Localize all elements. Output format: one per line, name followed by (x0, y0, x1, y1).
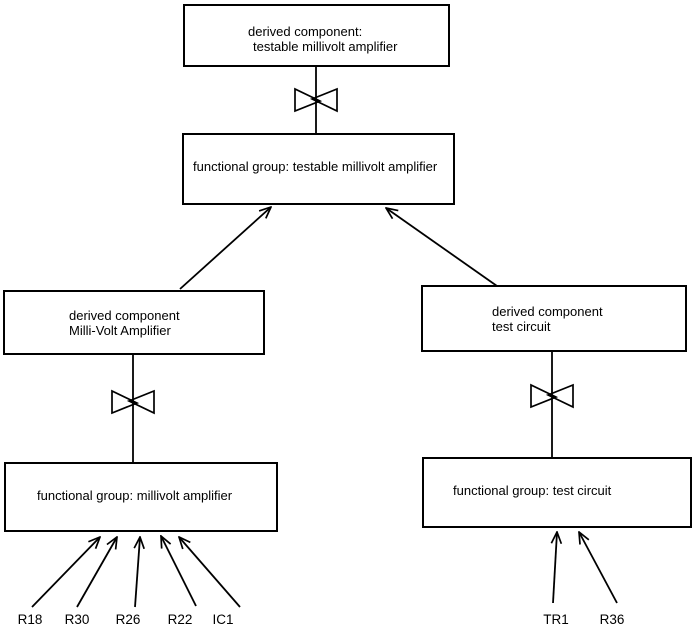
arrow-left-derived-to-top-functional (179, 207, 271, 290)
bowtie-connector-icon (530, 383, 574, 409)
arrow-IC1-to-left-functional (179, 537, 241, 608)
node-label: test circuit (492, 318, 551, 334)
arrow-R18-to-left-functional (31, 537, 100, 608)
leaf-label-R30: R30 (64, 612, 90, 627)
node-label: derived component: (248, 23, 363, 39)
leaf-label-R26: R26 (115, 612, 141, 627)
node-label: functional group: testable millivolt amp… (193, 158, 438, 174)
node-functional-group-testable-millivolt-amplifier: functional group: testable millivolt amp… (182, 133, 455, 205)
bowtie-connector-icon (294, 87, 338, 113)
arrow-R26-to-left-functional (135, 537, 140, 608)
leaf-label-R36: R36 (599, 612, 625, 627)
node-functional-group-test-circuit: functional group: test circuit (422, 457, 692, 528)
node-derived-milli-volt-amplifier: derived component Milli-Volt Amplifier (3, 290, 265, 355)
node-functional-group-millivolt-amplifier: functional group: millivolt amplifier (4, 462, 278, 532)
leaf-label-IC1: IC1 (212, 612, 234, 627)
arrow-R22-to-left-functional (161, 536, 197, 607)
arrow-R30-to-left-functional (76, 537, 117, 608)
node-label: derived component (492, 303, 603, 319)
node-label: testable millivolt amplifier (253, 38, 398, 54)
leaf-label-TR1: TR1 (543, 612, 569, 627)
arrow-TR1-to-right-functional (553, 532, 557, 604)
arrow-R36-to-right-functional (579, 532, 618, 604)
bowtie-connector-icon (111, 389, 155, 415)
arrow-right-derived-to-top-functional (386, 208, 498, 287)
node-label: derived component (69, 307, 180, 323)
leaf-label-R22: R22 (167, 612, 193, 627)
node-label: functional group: millivolt amplifier (37, 487, 233, 503)
node-label: functional group: test circuit (453, 483, 612, 498)
node-derived-test-circuit: derived component test circuit (421, 285, 687, 352)
node-label: Milli-Volt Amplifier (69, 322, 171, 338)
node-derived-testable-millivolt-amplifier: derived component: testable millivolt am… (183, 4, 450, 67)
leaf-label-R18: R18 (17, 612, 43, 627)
